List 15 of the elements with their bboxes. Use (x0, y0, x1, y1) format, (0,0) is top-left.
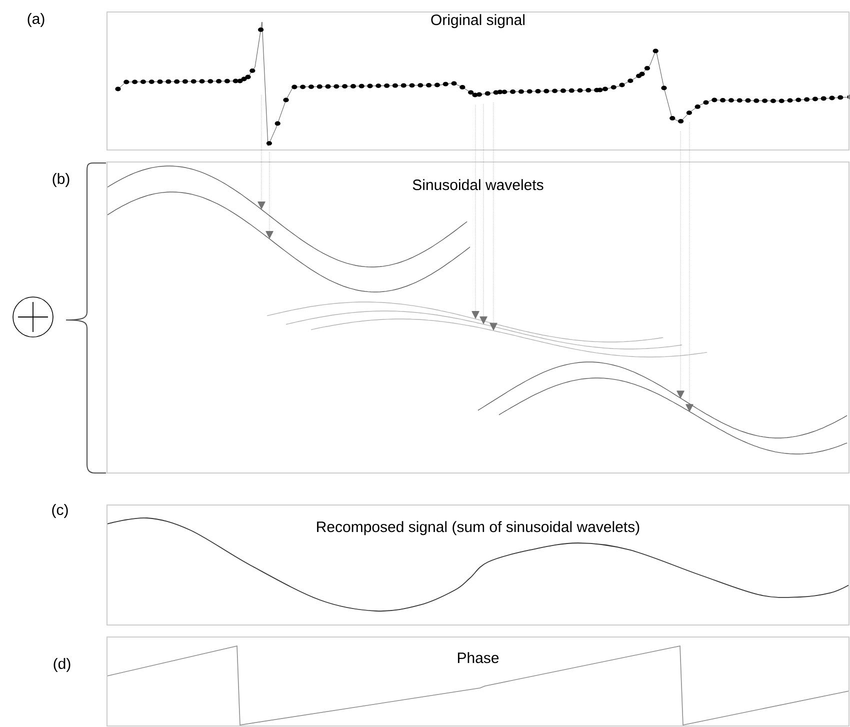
panel: Sinusoidal wavelets (106, 162, 850, 474)
panel: Phase (106, 636, 850, 726)
panel-label: (d) (54, 658, 70, 672)
panel-label: (a) (28, 13, 44, 27)
arrow (686, 122, 694, 412)
panel-label: (b) (52, 173, 70, 187)
arrow (490, 102, 498, 330)
arrow (266, 152, 274, 239)
arrow (472, 104, 480, 319)
panel: Recomposed signal (sum of sinusoidal wavelets) (106, 504, 850, 626)
arrow (480, 104, 488, 324)
panel-label: (c) (52, 504, 68, 518)
panel: Original signal (106, 12, 850, 150)
arrow (258, 94, 266, 210)
arrow (676, 131, 684, 398)
